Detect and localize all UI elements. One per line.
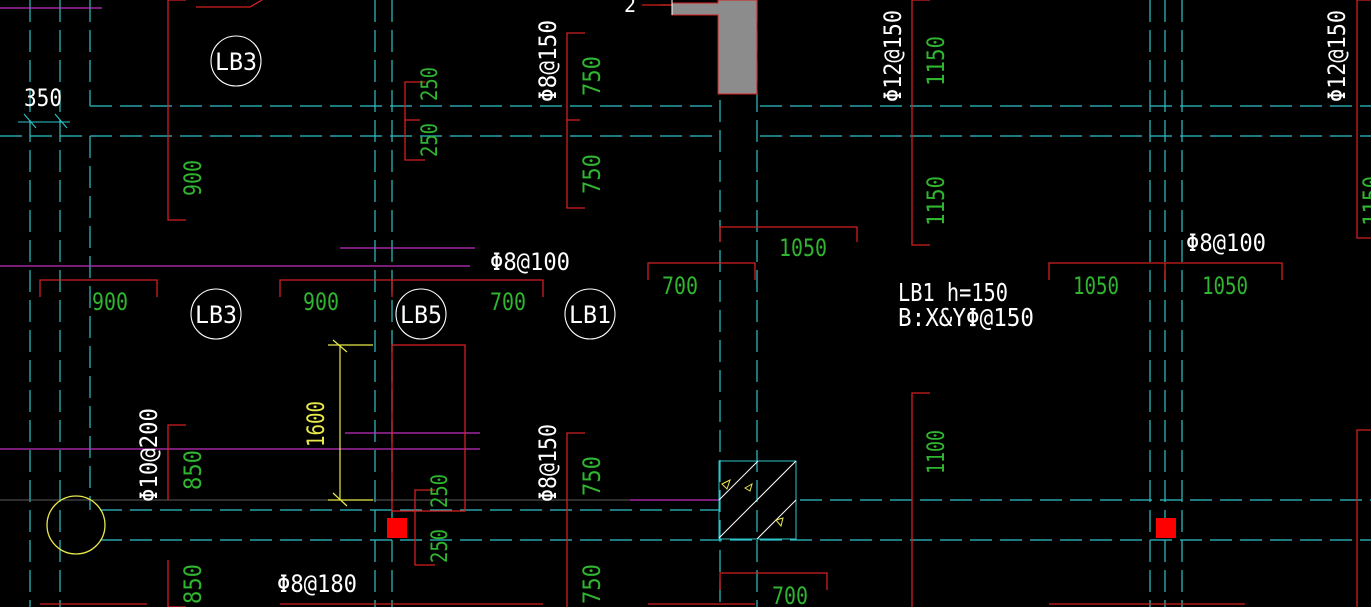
rebar-10-200: Φ10@200 xyxy=(135,408,163,502)
lb3-top-label: LB3 xyxy=(215,48,257,76)
rebar-8-150-b: Φ8@150 xyxy=(534,424,562,502)
rebar-12-150-b: Φ12@150 xyxy=(1323,10,1351,102)
rebar-8-100-b: Φ8@100 xyxy=(1186,229,1266,257)
slab-label-circles xyxy=(190,35,616,340)
column-marker-left xyxy=(387,518,407,538)
dim-v750-d: 750 xyxy=(578,564,606,604)
hatched-block xyxy=(718,460,797,540)
dim-v750-a: 750 xyxy=(578,56,606,96)
dim-h700-b: 700 xyxy=(490,288,526,316)
dim-v250-d: 250 xyxy=(428,529,453,563)
lb5-circle xyxy=(395,288,447,340)
slab-spec-line2: B:X&YΦ@150 xyxy=(898,303,1034,332)
dim-h900-b: 900 xyxy=(303,288,339,316)
rebar-8-150-a: Φ8@150 xyxy=(534,20,562,102)
lb3-top-circle xyxy=(210,35,262,87)
dim-v250-a: 250 xyxy=(418,67,443,101)
dim-v750-c: 750 xyxy=(578,456,606,496)
dim-v900-top: 900 xyxy=(179,160,207,196)
slab-spec-line1: LB1 h=150 xyxy=(898,278,1008,307)
dim-h900-a: 900 xyxy=(92,288,128,316)
dim-v1150-b: 1150 xyxy=(922,176,950,226)
rebar-lines xyxy=(39,0,1371,607)
magenta-lines xyxy=(0,7,720,501)
rebar-8-180: Φ8@180 xyxy=(277,570,357,598)
rebar-8-100-a: Φ8@100 xyxy=(490,248,570,276)
dim-v850-a: 850 xyxy=(179,450,207,490)
dim-v250-c: 250 xyxy=(428,474,453,508)
dim-v750-b: 750 xyxy=(578,154,606,194)
dim-v850-b: 850 xyxy=(179,564,207,604)
dim-1600-text: 1600 xyxy=(302,401,330,447)
dim-350 xyxy=(18,113,70,129)
dim-h1050-c: 1050 xyxy=(1202,272,1248,300)
dim-350-text: 350 xyxy=(24,84,62,112)
column-top xyxy=(671,0,758,95)
dim-v1100: 1100 xyxy=(922,430,950,474)
pile-circle xyxy=(46,495,106,555)
lb3-mid-label: LB3 xyxy=(195,301,237,329)
dim-2-text: 2 xyxy=(624,0,636,17)
lb3-mid-circle xyxy=(190,288,242,340)
dim-v1150-a: 1150 xyxy=(922,36,950,86)
dim-h1050-a: 1050 xyxy=(779,234,827,262)
lb1-label: LB1 xyxy=(569,301,611,329)
column-marker-right xyxy=(1156,518,1176,538)
rebar-12-150-a: Φ12@150 xyxy=(879,10,907,102)
dim-v250-b: 250 xyxy=(418,123,443,157)
dim-h1050-b: 1050 xyxy=(1073,272,1119,300)
lb5-label: LB5 xyxy=(400,301,442,329)
dim-v1150-c: 1150 xyxy=(1358,176,1371,226)
dim-h700-a: 700 xyxy=(662,272,698,300)
lb1-circle xyxy=(564,288,616,340)
dim-h700-c: 700 xyxy=(772,582,808,607)
dim-1600 xyxy=(328,339,373,507)
